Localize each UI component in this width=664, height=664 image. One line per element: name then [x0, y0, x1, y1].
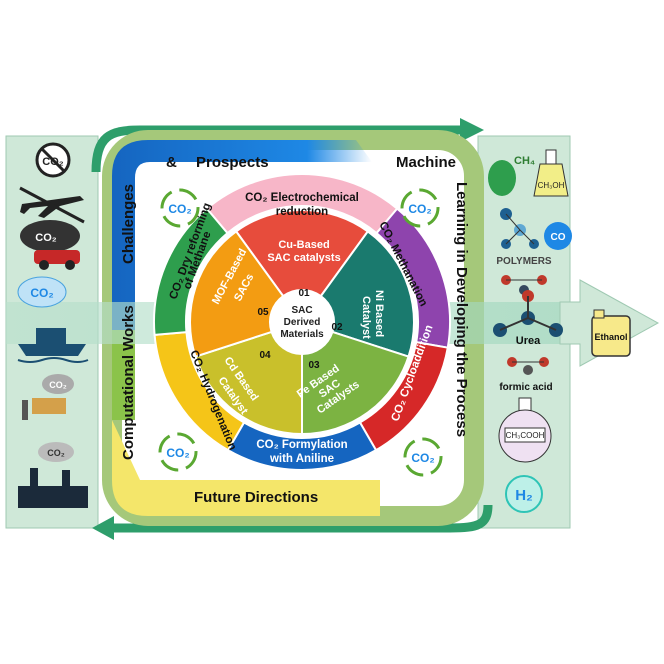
hydrogen-icon: H₂ [505, 475, 543, 513]
svg-text:CO₂: CO₂ [30, 286, 53, 300]
methanol-flask-icon: CH₃OH [533, 149, 569, 197]
center-line2: Derived [284, 317, 321, 328]
frame-band-blue-top [112, 140, 372, 330]
co-bubble-icon: CO [544, 222, 572, 250]
ring-label-formylation-1: CO₂ Formylation [256, 439, 347, 451]
methane-leaf-icon: CH₄ [488, 155, 535, 196]
wheel-center [270, 290, 334, 354]
svg-text:CH₄: CH₄ [514, 155, 535, 167]
frame-label-amp: & [166, 154, 177, 171]
frame-label-future: Future Directions [194, 489, 318, 506]
car-icon [34, 250, 80, 270]
center-line1: SAC [291, 305, 312, 316]
seg3-num: 03 [308, 360, 320, 371]
svg-text:Ethanol: Ethanol [595, 332, 628, 342]
formic-acid-label: formic acid [499, 382, 552, 393]
seg1-line1: Cu-Based [278, 239, 329, 251]
airplane-icon [19, 186, 85, 224]
co2-recycle-icon-tr: CO₂ [400, 188, 440, 228]
seg5-num: 05 [257, 307, 269, 318]
frame-label-challenges: Challenges [120, 184, 137, 264]
co2-bubble-icon: CO₂ [17, 276, 67, 308]
svg-text:H₂: H₂ [515, 487, 533, 504]
seg2-line1: Ni Based [373, 290, 385, 337]
seg1-num: 01 [298, 288, 310, 299]
ring-label-electro-2: reduction [276, 206, 328, 218]
svg-text:CH₃COOH: CH₃COOH [506, 431, 545, 440]
svg-text:CO: CO [551, 232, 566, 243]
co2-recycle-icon-br: CO₂ [403, 437, 443, 477]
formic-acid-molecule-icon [507, 357, 549, 375]
svg-text:CO₂: CO₂ [411, 451, 434, 465]
frame-band-yellow [112, 420, 380, 516]
center-line3: Materials [280, 329, 324, 340]
catalyst-wheel [189, 209, 415, 436]
bottom-arrow-head [92, 516, 114, 540]
factory-smoke-icon: CO₂ [22, 374, 74, 420]
svg-text:CO₂: CO₂ [49, 380, 67, 390]
industry-icon: CO₂ [18, 442, 88, 508]
svg-text:Urea: Urea [516, 335, 541, 347]
seg2-line2: Catalyst [360, 296, 372, 339]
molecule-icon [500, 208, 539, 249]
svg-text:CH₃OH: CH₃OH [538, 181, 565, 190]
svg-text:CO₂: CO₂ [47, 448, 65, 458]
co2-recycle-icon-tl: CO₂ [160, 188, 200, 228]
pollution-cloud-icon: CO₂ [20, 220, 80, 252]
top-flow-arrow [91, 125, 465, 173]
svg-text:CO₂: CO₂ [168, 202, 191, 216]
svg-text:CO₂: CO₂ [35, 232, 57, 244]
ship-icon [17, 328, 89, 363]
frame-label-prospects: Prospects [196, 154, 269, 171]
acetic-acid-flask-icon: CH₃COOH [498, 397, 552, 463]
seg2-num: 02 [331, 322, 343, 333]
no-co2-icon: CO₂ [35, 142, 71, 178]
bottom-flow-arrow [110, 504, 493, 533]
ethanol-jerrycan-icon: Ethanol [591, 309, 631, 357]
top-arrow-head [460, 118, 484, 142]
ring-label-formylation-2: with Aniline [269, 453, 334, 465]
frame-label-computational: Computational Works [120, 305, 137, 460]
svg-text:CO₂: CO₂ [166, 446, 189, 460]
seg4-num: 04 [259, 350, 271, 361]
frame-band-green-left [112, 330, 135, 420]
svg-text:CO₂: CO₂ [408, 202, 431, 216]
urea-molecule-icon: Urea [493, 290, 563, 347]
seg1-line2: SAC catalysts [267, 252, 340, 264]
polymers-label: POLYMERS [496, 256, 552, 267]
application-ring [153, 173, 451, 471]
co2-recycle-icon-bl: CO₂ [158, 432, 198, 472]
ring-label-electro-1: CO₂ Electrochemical [245, 192, 359, 204]
frame-label-learning: Learning in Developing the Process [453, 182, 470, 437]
frame-label-machine: Machine [396, 154, 456, 171]
